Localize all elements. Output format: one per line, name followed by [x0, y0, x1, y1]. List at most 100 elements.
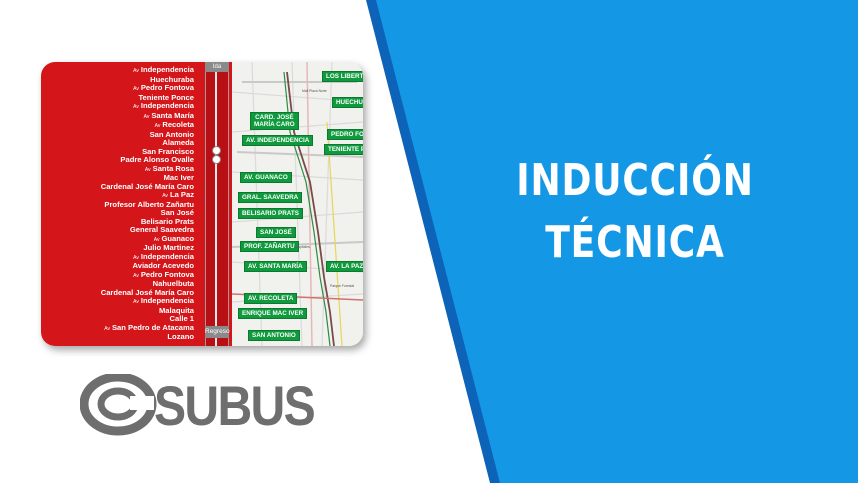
- stop-name: Teniente Ponce: [138, 92, 194, 102]
- timeline-stop-dot: [212, 155, 221, 164]
- stop-prefix: Av: [153, 236, 160, 243]
- stop-prefix: Av: [144, 166, 151, 173]
- stop-prefix: Av: [133, 68, 139, 74]
- stop-name: Mac Iver: [163, 173, 194, 182]
- stop-prefix: Av: [133, 254, 139, 261]
- stop-name: Calle 1: [169, 314, 194, 323]
- stop-name: Santa Rosa: [152, 163, 194, 173]
- stop-name: Malaquita: [158, 305, 194, 315]
- stop-list-item: Huechuraba: [101, 75, 194, 85]
- stop-name: San Francisco: [142, 146, 194, 156]
- subus-logo: SUBUS: [80, 374, 320, 438]
- map-label-mall: Mall Plaza Norte: [302, 89, 327, 93]
- stop-name: General Saavedra: [129, 225, 194, 234]
- street-map: LOS LIBERTADORES HUECHURABA CARD. JOSÉ M…: [232, 62, 363, 346]
- stop-name: Independencia: [140, 101, 194, 110]
- slide-title: INDUCCIÓN TÉCNICA: [500, 150, 771, 274]
- stop-name: Cardenal José María Caro: [100, 287, 194, 297]
- stop-list-item: San Antonio: [101, 130, 194, 140]
- bus-route-line: [286, 71, 335, 346]
- stop-list-item: Nahuelbuta: [101, 279, 194, 289]
- timeline-bar: [205, 62, 229, 346]
- stop-name: Belisario Prats: [140, 216, 194, 226]
- station-pedro-fontova: PEDRO FONTOVA: [327, 129, 363, 140]
- map-label-hospitales: Hospitales: [294, 245, 310, 249]
- station-av-guanaco: AV. GUANACO: [240, 172, 292, 183]
- stop-prefix: Av: [133, 104, 139, 110]
- title-line-2: TÉCNICA: [545, 217, 725, 268]
- stop-name: Padre Alonso Ovalle: [120, 155, 194, 164]
- stop-list-item: Mac Iver: [101, 173, 194, 183]
- stop-prefix: Av: [133, 272, 139, 279]
- station-av-independencia: AV. INDEPENDENCIA: [242, 135, 314, 146]
- station-av-recoleta: AV. RECOLETA: [244, 293, 298, 304]
- stop-list-item: Cardenal José María Caro: [100, 287, 194, 298]
- timeline-line: [215, 62, 217, 346]
- stop-list-item: San Francisco: [101, 146, 194, 157]
- stop-name: Profesor Alberto Zañartu: [104, 199, 194, 209]
- stop-name: La Paz: [169, 190, 194, 199]
- logo-wordmark: SUBUS: [154, 374, 316, 437]
- stop-name: Guanaco: [161, 233, 195, 243]
- stop-name: Pedro Fontova: [140, 83, 194, 92]
- stop-list-item: Malaquita: [101, 305, 194, 316]
- stop-list-item: Teniente Ponce: [101, 92, 194, 103]
- station-av-santa-maria: AV. SANTA MARÍA: [244, 261, 307, 272]
- stop-list-item: General Saavedra: [101, 225, 194, 235]
- stop-name: Lozano: [167, 332, 194, 341]
- timeline-top-tag: Ida: [205, 62, 229, 72]
- title-line-1: INDUCCIÓN: [516, 155, 754, 206]
- stop-list-item: Profesor Alberto Zañartu: [101, 199, 194, 210]
- stop-name: Independencia: [140, 251, 194, 261]
- station-los-libertadores: LOS LIBERTADORES: [322, 71, 363, 82]
- stop-name: Nahuelbuta: [152, 279, 194, 288]
- station-san-antonio: SAN ANTONIO: [248, 330, 300, 341]
- stop-name: Alameda: [162, 138, 194, 147]
- stop-name: Julio Martinez: [143, 243, 194, 252]
- stop-list-item: Belisario Prats: [101, 216, 194, 227]
- stop-name: Pedro Fontova: [140, 269, 194, 279]
- stop-prefix: Av: [154, 123, 161, 129]
- station-prof-zanartu: PROF. ZAÑARTU: [240, 241, 299, 252]
- stop-prefix: Av: [133, 86, 139, 92]
- stop-list-item: San José: [101, 208, 194, 218]
- blue-panel-fill: [376, 0, 858, 483]
- stop-prefix: Av: [133, 299, 139, 305]
- stop-list-item: Padre Alonso Ovalle: [101, 155, 194, 165]
- stop-list-item: Calle 1: [101, 314, 194, 324]
- timeline-bottom-tag: Regreso: [205, 326, 230, 338]
- stop-name: Independencia: [140, 296, 194, 305]
- stop-name: Cardenal José María Caro: [100, 181, 194, 191]
- stop-list-item: Julio Martinez: [101, 243, 194, 253]
- station-cardenal-caro: CARD. JOSÉ MARÍA CARO: [250, 112, 299, 130]
- stop-name: San José: [160, 208, 194, 217]
- station-belisario-prats: BELISARIO PRATS: [238, 208, 303, 219]
- stop-name: Recoleta: [162, 120, 194, 129]
- station-teniente-ponce: TENIENTE PONCE: [324, 144, 363, 155]
- stop-list-item: Cardenal José María Caro: [100, 181, 194, 192]
- stop-name: Independencia: [140, 65, 194, 74]
- stop-list-item: Aviador Acevedo: [101, 261, 194, 271]
- station-san-jose: SAN JOSÉ: [256, 227, 296, 238]
- station-av-la-paz: AV. LA PAZ: [326, 261, 363, 272]
- stop-list-item: Alameda: [101, 138, 194, 148]
- route-timeline: Ida Regreso: [198, 62, 232, 346]
- stop-prefix: Av: [104, 325, 110, 332]
